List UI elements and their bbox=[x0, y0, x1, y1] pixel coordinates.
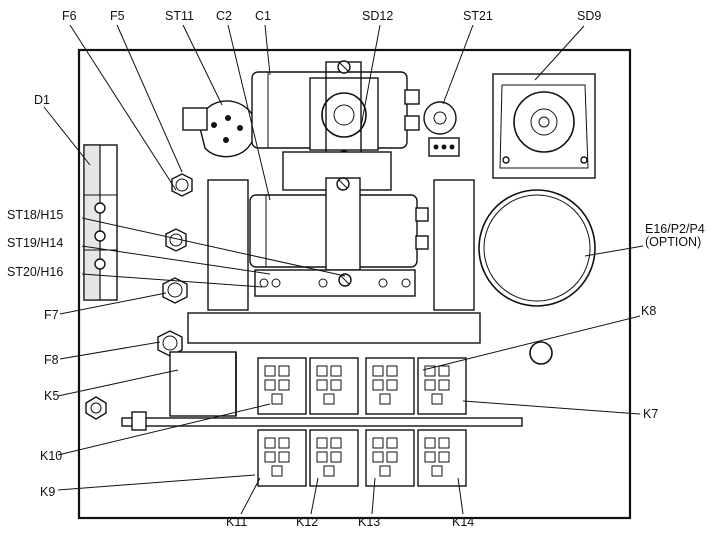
right-tall-block bbox=[433, 179, 475, 311]
label-k12: K12 bbox=[296, 515, 318, 529]
label-sd12: SD12 bbox=[362, 9, 393, 23]
socket-sd9 bbox=[492, 73, 596, 179]
label-c1: C1 bbox=[255, 9, 271, 23]
connector-strip-st bbox=[254, 269, 416, 297]
capacitor-c2 bbox=[249, 177, 429, 271]
relay-rail bbox=[121, 411, 523, 431]
label-st18: ST18/H15 bbox=[7, 208, 63, 222]
label-sd9: SD9 bbox=[577, 9, 601, 23]
label-k14: K14 bbox=[452, 515, 474, 529]
board-outline bbox=[77, 48, 632, 520]
label-st20: ST20/H16 bbox=[7, 265, 63, 279]
fuse-f5 bbox=[171, 173, 193, 197]
small-round-part bbox=[529, 341, 553, 365]
label-st19: ST19/H14 bbox=[7, 236, 63, 250]
label-k5: K5 bbox=[44, 389, 59, 403]
label-k9: K9 bbox=[40, 485, 55, 499]
fuse-f7 bbox=[162, 277, 188, 304]
connector-st21 bbox=[423, 101, 460, 157]
label-k7: K7 bbox=[643, 407, 658, 421]
relay-row-bottom bbox=[257, 429, 467, 487]
label-st21: ST21 bbox=[463, 9, 493, 23]
relay-row-top bbox=[257, 357, 467, 415]
label-st11: ST11 bbox=[165, 9, 194, 23]
socket-sd12 bbox=[309, 60, 379, 178]
label-f6: F6 bbox=[62, 9, 77, 23]
connector-st11 bbox=[182, 100, 257, 158]
labels: F6 F5 ST11 C2 C1 SD12 ST21 SD9 D1 ST18/H… bbox=[7, 9, 705, 529]
leader-lines bbox=[43, 24, 644, 515]
label-k13: K13 bbox=[358, 515, 380, 529]
label-f7: F7 bbox=[44, 308, 59, 322]
label-e16-line2: (OPTION) bbox=[645, 235, 701, 249]
label-e16-line1: E16/P2/P4 bbox=[645, 222, 705, 236]
label-c2: C2 bbox=[216, 9, 232, 23]
fuse-st18 bbox=[165, 228, 187, 252]
label-f5: F5 bbox=[110, 9, 125, 23]
label-k10: K10 bbox=[40, 449, 62, 463]
label-f8: F8 bbox=[44, 353, 59, 367]
option-e16 bbox=[478, 189, 596, 307]
relay-k5 bbox=[169, 351, 237, 417]
bolt-left bbox=[85, 396, 107, 420]
label-k11: K11 bbox=[226, 515, 247, 529]
left-tall-block bbox=[207, 179, 249, 311]
label-k8: K8 bbox=[641, 304, 656, 318]
label-d1: D1 bbox=[34, 93, 50, 107]
horizontal-bar bbox=[187, 312, 481, 344]
fuse-f8 bbox=[157, 330, 183, 357]
